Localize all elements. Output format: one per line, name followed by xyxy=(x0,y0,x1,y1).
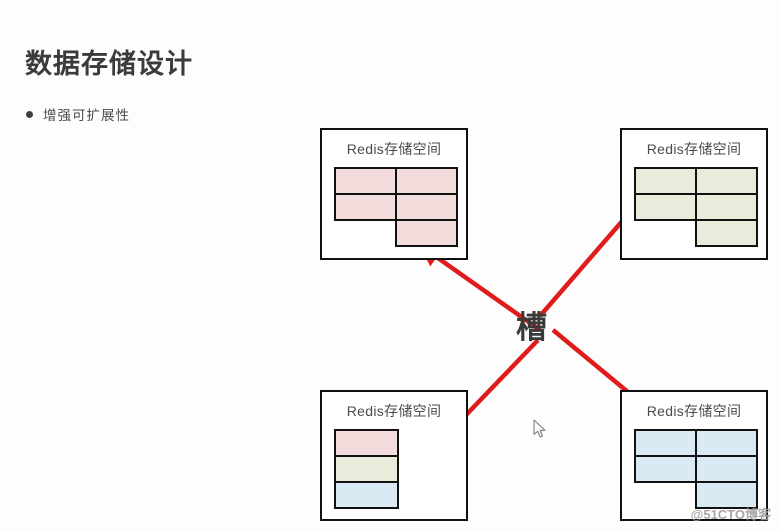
memory-cell xyxy=(633,428,698,458)
memory-cell xyxy=(694,454,759,484)
memory-cell xyxy=(694,166,759,196)
memory-cell xyxy=(333,192,398,222)
memory-cell xyxy=(694,480,759,510)
memory-cell xyxy=(333,480,400,510)
memory-cell xyxy=(694,192,759,222)
slot-label: 槽 xyxy=(516,310,548,345)
memory-cell xyxy=(633,192,698,222)
memory-cell-empty xyxy=(634,481,698,510)
memory-cell xyxy=(333,428,400,458)
memory-cell xyxy=(633,454,698,484)
bullet-dot-icon xyxy=(26,110,33,118)
memory-cell xyxy=(333,166,398,196)
mouse-cursor-icon xyxy=(533,419,546,438)
page-title: 数据存储设计 xyxy=(25,49,193,80)
list-item: 增强可扩展性 xyxy=(26,104,130,124)
memory-cell-empty xyxy=(634,219,698,248)
watermark: @51CTO博客 xyxy=(690,507,771,522)
memory-cell xyxy=(694,218,759,248)
memory-cell xyxy=(394,218,459,248)
memory-cell xyxy=(694,428,759,458)
redis-node-bottom-left[interactable]: Redis存储空间 xyxy=(320,390,468,521)
bullet-list: 增强可扩展性 xyxy=(26,104,130,124)
memory-cell-grid xyxy=(333,428,400,510)
memory-cell-empty xyxy=(334,219,398,248)
memory-cell xyxy=(394,166,459,196)
memory-cell xyxy=(394,192,459,222)
memory-cell-grid xyxy=(633,428,759,510)
redis-node-top-left[interactable]: Redis存储空间 xyxy=(320,128,468,260)
memory-cell xyxy=(633,166,698,196)
redis-node-title: Redis存储空间 xyxy=(646,141,742,157)
memory-cell-grid xyxy=(633,166,759,248)
memory-cell-grid xyxy=(333,166,459,248)
redis-node-title: Redis存储空间 xyxy=(646,403,742,419)
bullet-text: 增强可扩展性 xyxy=(43,108,130,123)
redis-node-title: Redis存储空间 xyxy=(346,141,442,157)
redis-node-bottom-right[interactable]: Redis存储空间 xyxy=(620,390,768,521)
memory-cell xyxy=(333,454,400,484)
redis-node-title: Redis存储空间 xyxy=(346,403,442,419)
redis-node-top-right[interactable]: Redis存储空间 xyxy=(620,128,768,260)
